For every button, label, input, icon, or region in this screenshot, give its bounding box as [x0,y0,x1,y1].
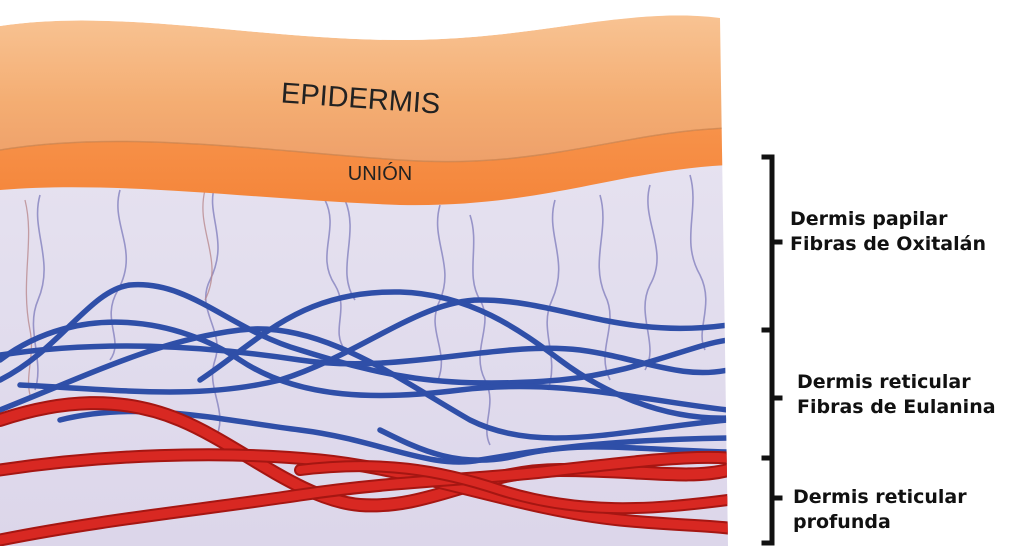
annotation-reticular-fibers: Fibras de Eulanina [797,395,996,420]
layer-brackets [764,157,780,543]
annotation-papillary-title: Dermis papilar [790,207,986,232]
annotation-deep-reticular-subtitle: profunda [793,510,967,535]
union-label: UNIÓN [348,162,412,185]
annotation-deep-reticular-title: Dermis reticular [793,485,967,510]
annotation-papillary-dermis: Dermis papilar Fibras de Oxitalán [790,207,986,257]
annotation-reticular-dermis: Dermis reticular Fibras de Eulanina [797,370,996,420]
annotation-papillary-fibers: Fibras de Oxitalán [790,232,986,257]
annotation-deep-reticular-dermis: Dermis reticular profunda [793,485,967,535]
annotation-reticular-title: Dermis reticular [797,370,996,395]
